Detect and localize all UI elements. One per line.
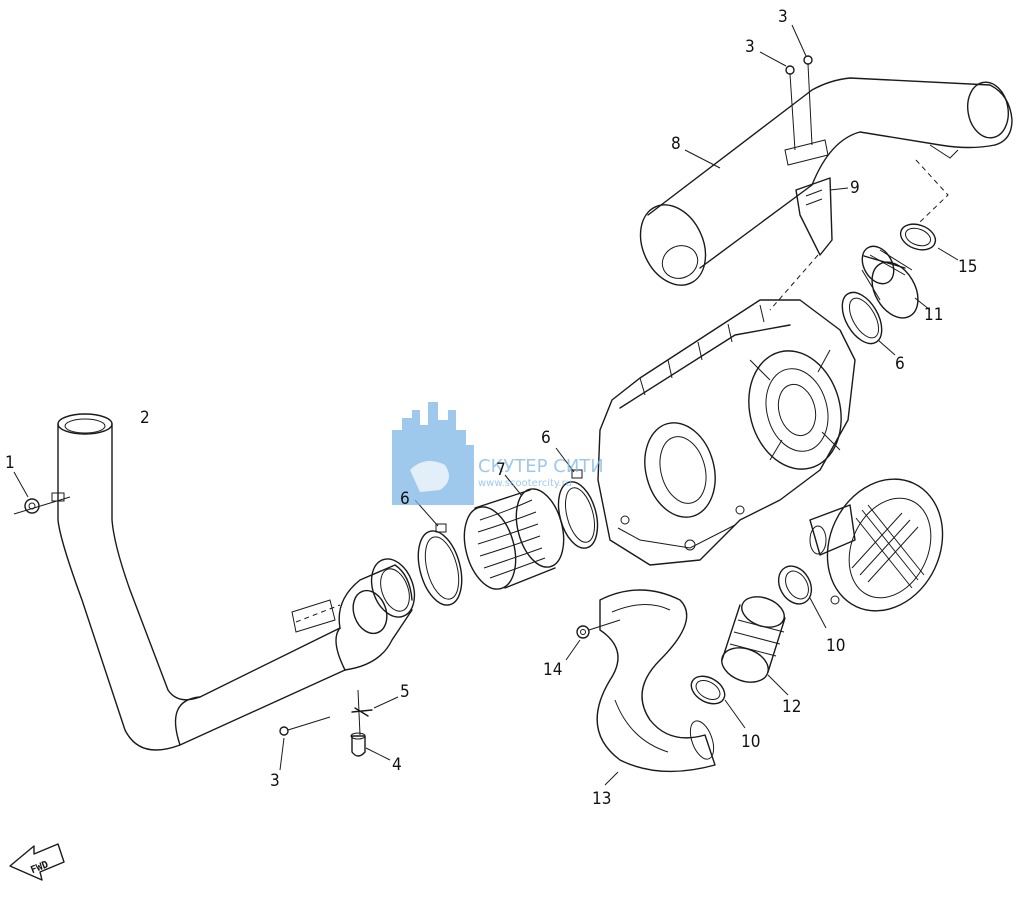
part-4-cap	[350, 732, 391, 761]
callout-3-top-right: 3	[778, 7, 788, 27]
part-2-intake-duct	[57, 413, 416, 751]
part-6-clamp-left	[414, 499, 463, 606]
callout-10-lower: 10	[741, 732, 760, 752]
callout-3-bottom: 3	[270, 771, 280, 791]
part-3-screw-lower	[279, 716, 331, 771]
part-8-upper-duct	[639, 77, 1013, 286]
callout-5: 5	[400, 682, 410, 702]
callout-1: 1	[5, 453, 15, 473]
part-1-nut	[13, 471, 71, 515]
part-11-boot	[861, 245, 931, 319]
part-3-screws-top	[759, 24, 813, 151]
fan-housing	[809, 478, 944, 612]
part-6-clamp-mid	[555, 447, 599, 549]
callout-9: 9	[850, 178, 860, 198]
fwd-label: FWD	[29, 859, 50, 876]
part-10-clamp-upper	[777, 565, 827, 629]
watermark-logo: СКУТЕР СИТИ www.scootercity.ru	[392, 402, 604, 505]
fwd-arrow-icon: FWD	[9, 843, 65, 881]
callout-4: 4	[392, 755, 402, 775]
callout-14: 14	[543, 660, 562, 680]
callout-3-top-left: 3	[745, 37, 755, 57]
cvt-housing	[597, 299, 856, 566]
connector-dash-15	[915, 159, 949, 223]
part-12-boot	[721, 596, 789, 696]
callout-2: 2	[140, 408, 150, 428]
part-13-curved-duct	[596, 589, 716, 786]
callout-6-mid: 6	[541, 428, 551, 448]
part-6-clamp-right	[841, 291, 896, 356]
callout-12: 12	[782, 697, 801, 717]
part-10-clamp-lower	[690, 675, 746, 729]
callout-7: 7	[496, 460, 506, 480]
callout-10-upper: 10	[826, 636, 845, 656]
callout-11: 11	[924, 305, 943, 325]
watermark-url: www.scootercity.ru	[478, 478, 572, 489]
callout-labels: 1 2 3 3 3 4 5 6 6 6 7 8 9 10 10 11 12 13…	[5, 7, 977, 809]
part-5-clip	[351, 689, 399, 736]
part-9-bracket	[769, 177, 849, 311]
callout-8: 8	[671, 134, 681, 154]
watermark-name: СКУТЕР СИТИ	[478, 456, 604, 477]
callout-15: 15	[958, 257, 977, 277]
callout-13: 13	[592, 789, 611, 809]
callout-6-left: 6	[400, 489, 410, 509]
part-15-clamp	[899, 223, 959, 261]
part-14-nut	[565, 619, 621, 661]
callout-6-right: 6	[895, 354, 905, 374]
